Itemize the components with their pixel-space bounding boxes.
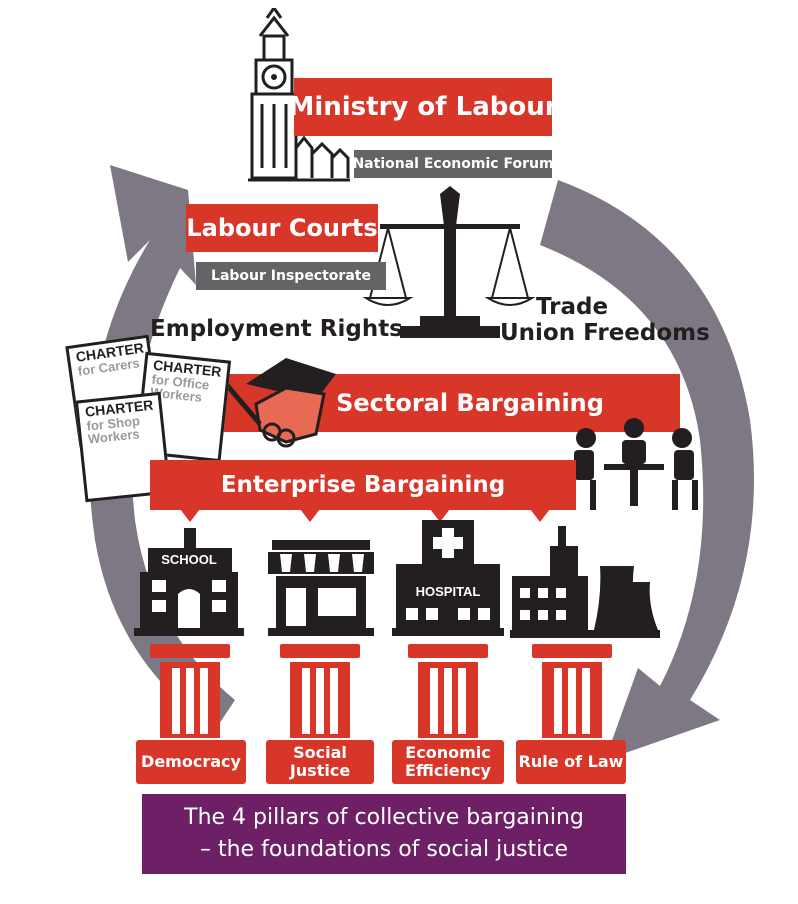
pillars-graphic (150, 644, 612, 738)
big-ben-icon (248, 8, 350, 182)
scales-of-justice-icon (362, 186, 536, 338)
school-icon (134, 528, 244, 636)
left-cycle-arrow (89, 165, 235, 730)
footer-line-2: – the foundations of social justice (199, 837, 569, 862)
labour-courts-banner: Labour Courts (186, 204, 378, 252)
hospital-sign: HOSPITAL (415, 584, 481, 599)
pillar-label-economic-efficiency: Economic Efficiency (392, 740, 504, 784)
ministry-of-labour-banner: Ministry of Labour (288, 78, 558, 136)
handshake-icon (224, 358, 336, 448)
national-economic-forum-label: National Economic Forum (352, 150, 554, 178)
charter-subtitle: for Shop Workers (85, 413, 141, 447)
footer-line-1: The 4 pillars of collective bargaining (184, 805, 584, 830)
pillar-label-democracy: Democracy (136, 740, 246, 784)
school-sign: SCHOOL (161, 552, 217, 567)
footer-caption: The 4 pillars of collective bargaining –… (142, 794, 626, 874)
right-cycle-arrow (540, 180, 754, 760)
pillar-label-rule-of-law: Rule of Law (516, 740, 626, 784)
employment-rights-label: Employment Rights (150, 316, 403, 342)
labour-inspectorate-label: Labour Inspectorate (196, 262, 386, 290)
trade-label: Trade (536, 294, 609, 320)
pillar-label-social-justice: Social Justice (266, 740, 374, 784)
hospital-icon (392, 520, 504, 636)
shop-icon (268, 540, 374, 636)
factory-icon (510, 526, 660, 638)
union-freedoms-label: Union Freedoms (500, 320, 710, 346)
enterprise-bargaining-banner: Enterprise Bargaining (150, 460, 576, 510)
meeting-table-icon (570, 418, 698, 510)
